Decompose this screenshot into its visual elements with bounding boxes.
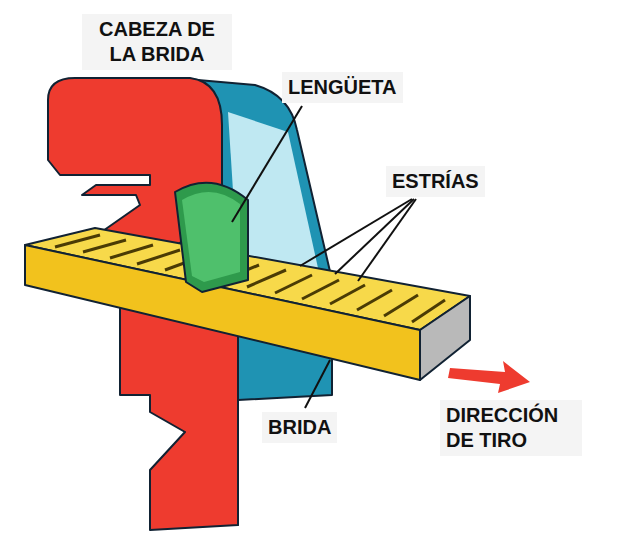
part-label: DIRECCIÓN DE TIRO <box>440 400 582 456</box>
strap-end <box>420 296 470 380</box>
part-label: CABEZA DE LA BRIDA <box>82 14 232 70</box>
pull-arrow <box>448 361 530 393</box>
part-label: BRIDA <box>262 412 337 443</box>
tongue-front <box>182 192 240 282</box>
tongue <box>175 183 248 292</box>
leader-lines <box>232 106 416 408</box>
ridges <box>55 235 445 322</box>
part-label: ESTRÍAS <box>386 166 485 197</box>
part-label: LENGÜETA <box>282 72 403 103</box>
